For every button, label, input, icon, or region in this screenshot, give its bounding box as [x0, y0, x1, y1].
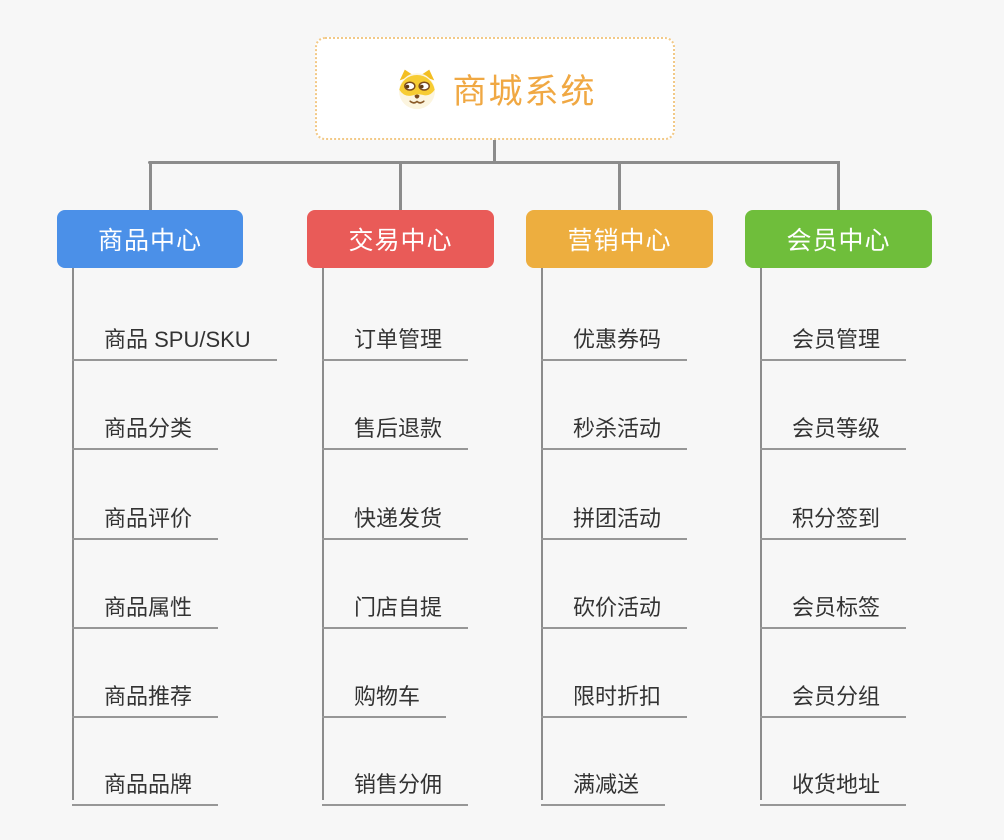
leaf-label: 会员标签: [792, 595, 881, 620]
leaf-node[interactable]: 会员分组: [760, 673, 907, 718]
connector-drop: [399, 161, 402, 210]
leaf-node[interactable]: 门店自提: [322, 584, 469, 629]
branch-node-2[interactable]: 交易中心: [307, 210, 494, 268]
leaf-node[interactable]: 砍价活动: [541, 584, 688, 629]
leaf-label: 会员等级: [792, 416, 881, 441]
leaf-node[interactable]: 商品推荐: [72, 673, 219, 718]
branch-node-1[interactable]: 商品中心: [57, 210, 243, 268]
leaf-label: 满减送: [573, 772, 640, 797]
leaf-label: 商品分类: [104, 416, 193, 441]
connector-stem: [493, 140, 496, 163]
leaf-label: 秒杀活动: [573, 416, 662, 441]
leaf-label: 积分签到: [792, 506, 881, 531]
leaf-node[interactable]: 限时折扣: [541, 673, 688, 718]
branch-spine-line: [322, 268, 324, 800]
branch-label: 商品中心: [97, 227, 202, 255]
leaf-label: 限时折扣: [573, 684, 662, 709]
leaf-node[interactable]: 商品分类: [72, 405, 219, 450]
leaf-node[interactable]: 商品属性: [72, 584, 219, 629]
leaf-label: 拼团活动: [573, 506, 662, 531]
branch-node-4[interactable]: 会员中心: [745, 210, 932, 268]
root-title: 商城系统: [452, 73, 597, 111]
leaf-node[interactable]: 销售分佣: [322, 761, 469, 806]
leaf-label: 门店自提: [354, 595, 443, 620]
leaf-label: 购物车: [354, 684, 421, 709]
leaf-node[interactable]: 会员管理: [760, 316, 907, 361]
root-node[interactable]: 商城系统: [315, 37, 675, 140]
branch-spine-line: [72, 268, 74, 800]
dog-face-icon: [398, 69, 435, 109]
leaf-node[interactable]: 积分签到: [760, 495, 907, 540]
leaf-node[interactable]: 商品评价: [72, 495, 219, 540]
leaf-node[interactable]: 快递发货: [322, 495, 469, 540]
leaf-node[interactable]: 会员标签: [760, 584, 907, 629]
leaf-label: 销售分佣: [354, 772, 443, 797]
branch-label: 交易中心: [348, 227, 453, 255]
leaf-label: 商品属性: [104, 595, 193, 620]
leaf-label: 商品评价: [104, 506, 193, 531]
leaf-node[interactable]: 拼团活动: [541, 495, 688, 540]
leaf-label: 售后退款: [354, 416, 443, 441]
leaf-node[interactable]: 秒杀活动: [541, 405, 688, 450]
leaf-label: 收货地址: [792, 772, 881, 797]
leaf-node[interactable]: 满减送: [541, 761, 666, 806]
connector-drop: [618, 161, 621, 210]
leaf-label: 商品 SPU/SKU: [104, 327, 251, 352]
branch-node-3[interactable]: 营销中心: [526, 210, 713, 268]
connector-drop: [837, 161, 840, 210]
leaf-label: 砍价活动: [573, 595, 662, 620]
leaf-label: 优惠券码: [573, 327, 662, 352]
leaf-label: 订单管理: [354, 327, 443, 352]
branch-label: 营销中心: [567, 227, 672, 255]
leaf-node[interactable]: 订单管理: [322, 316, 469, 361]
connector-drop: [148, 161, 152, 210]
leaf-node[interactable]: 售后退款: [322, 405, 469, 450]
branch-label: 会员中心: [786, 227, 891, 255]
connector-bus: [148, 161, 839, 164]
leaf-node[interactable]: 收货地址: [760, 761, 907, 806]
leaf-label: 商品品牌: [104, 772, 193, 797]
leaf-node[interactable]: 会员等级: [760, 405, 907, 450]
branch-spine-line: [760, 268, 762, 800]
leaf-node[interactable]: 优惠券码: [541, 316, 688, 361]
leaf-label: 会员管理: [792, 327, 881, 352]
leaf-node[interactable]: 商品 SPU/SKU: [72, 316, 277, 361]
leaf-label: 快递发货: [354, 506, 443, 531]
leaf-label: 商品推荐: [104, 684, 193, 709]
leaf-node[interactable]: 商品品牌: [72, 761, 219, 806]
branch-spine-line: [541, 268, 543, 800]
leaf-node[interactable]: 购物车: [322, 673, 447, 718]
leaf-label: 会员分组: [792, 684, 881, 709]
